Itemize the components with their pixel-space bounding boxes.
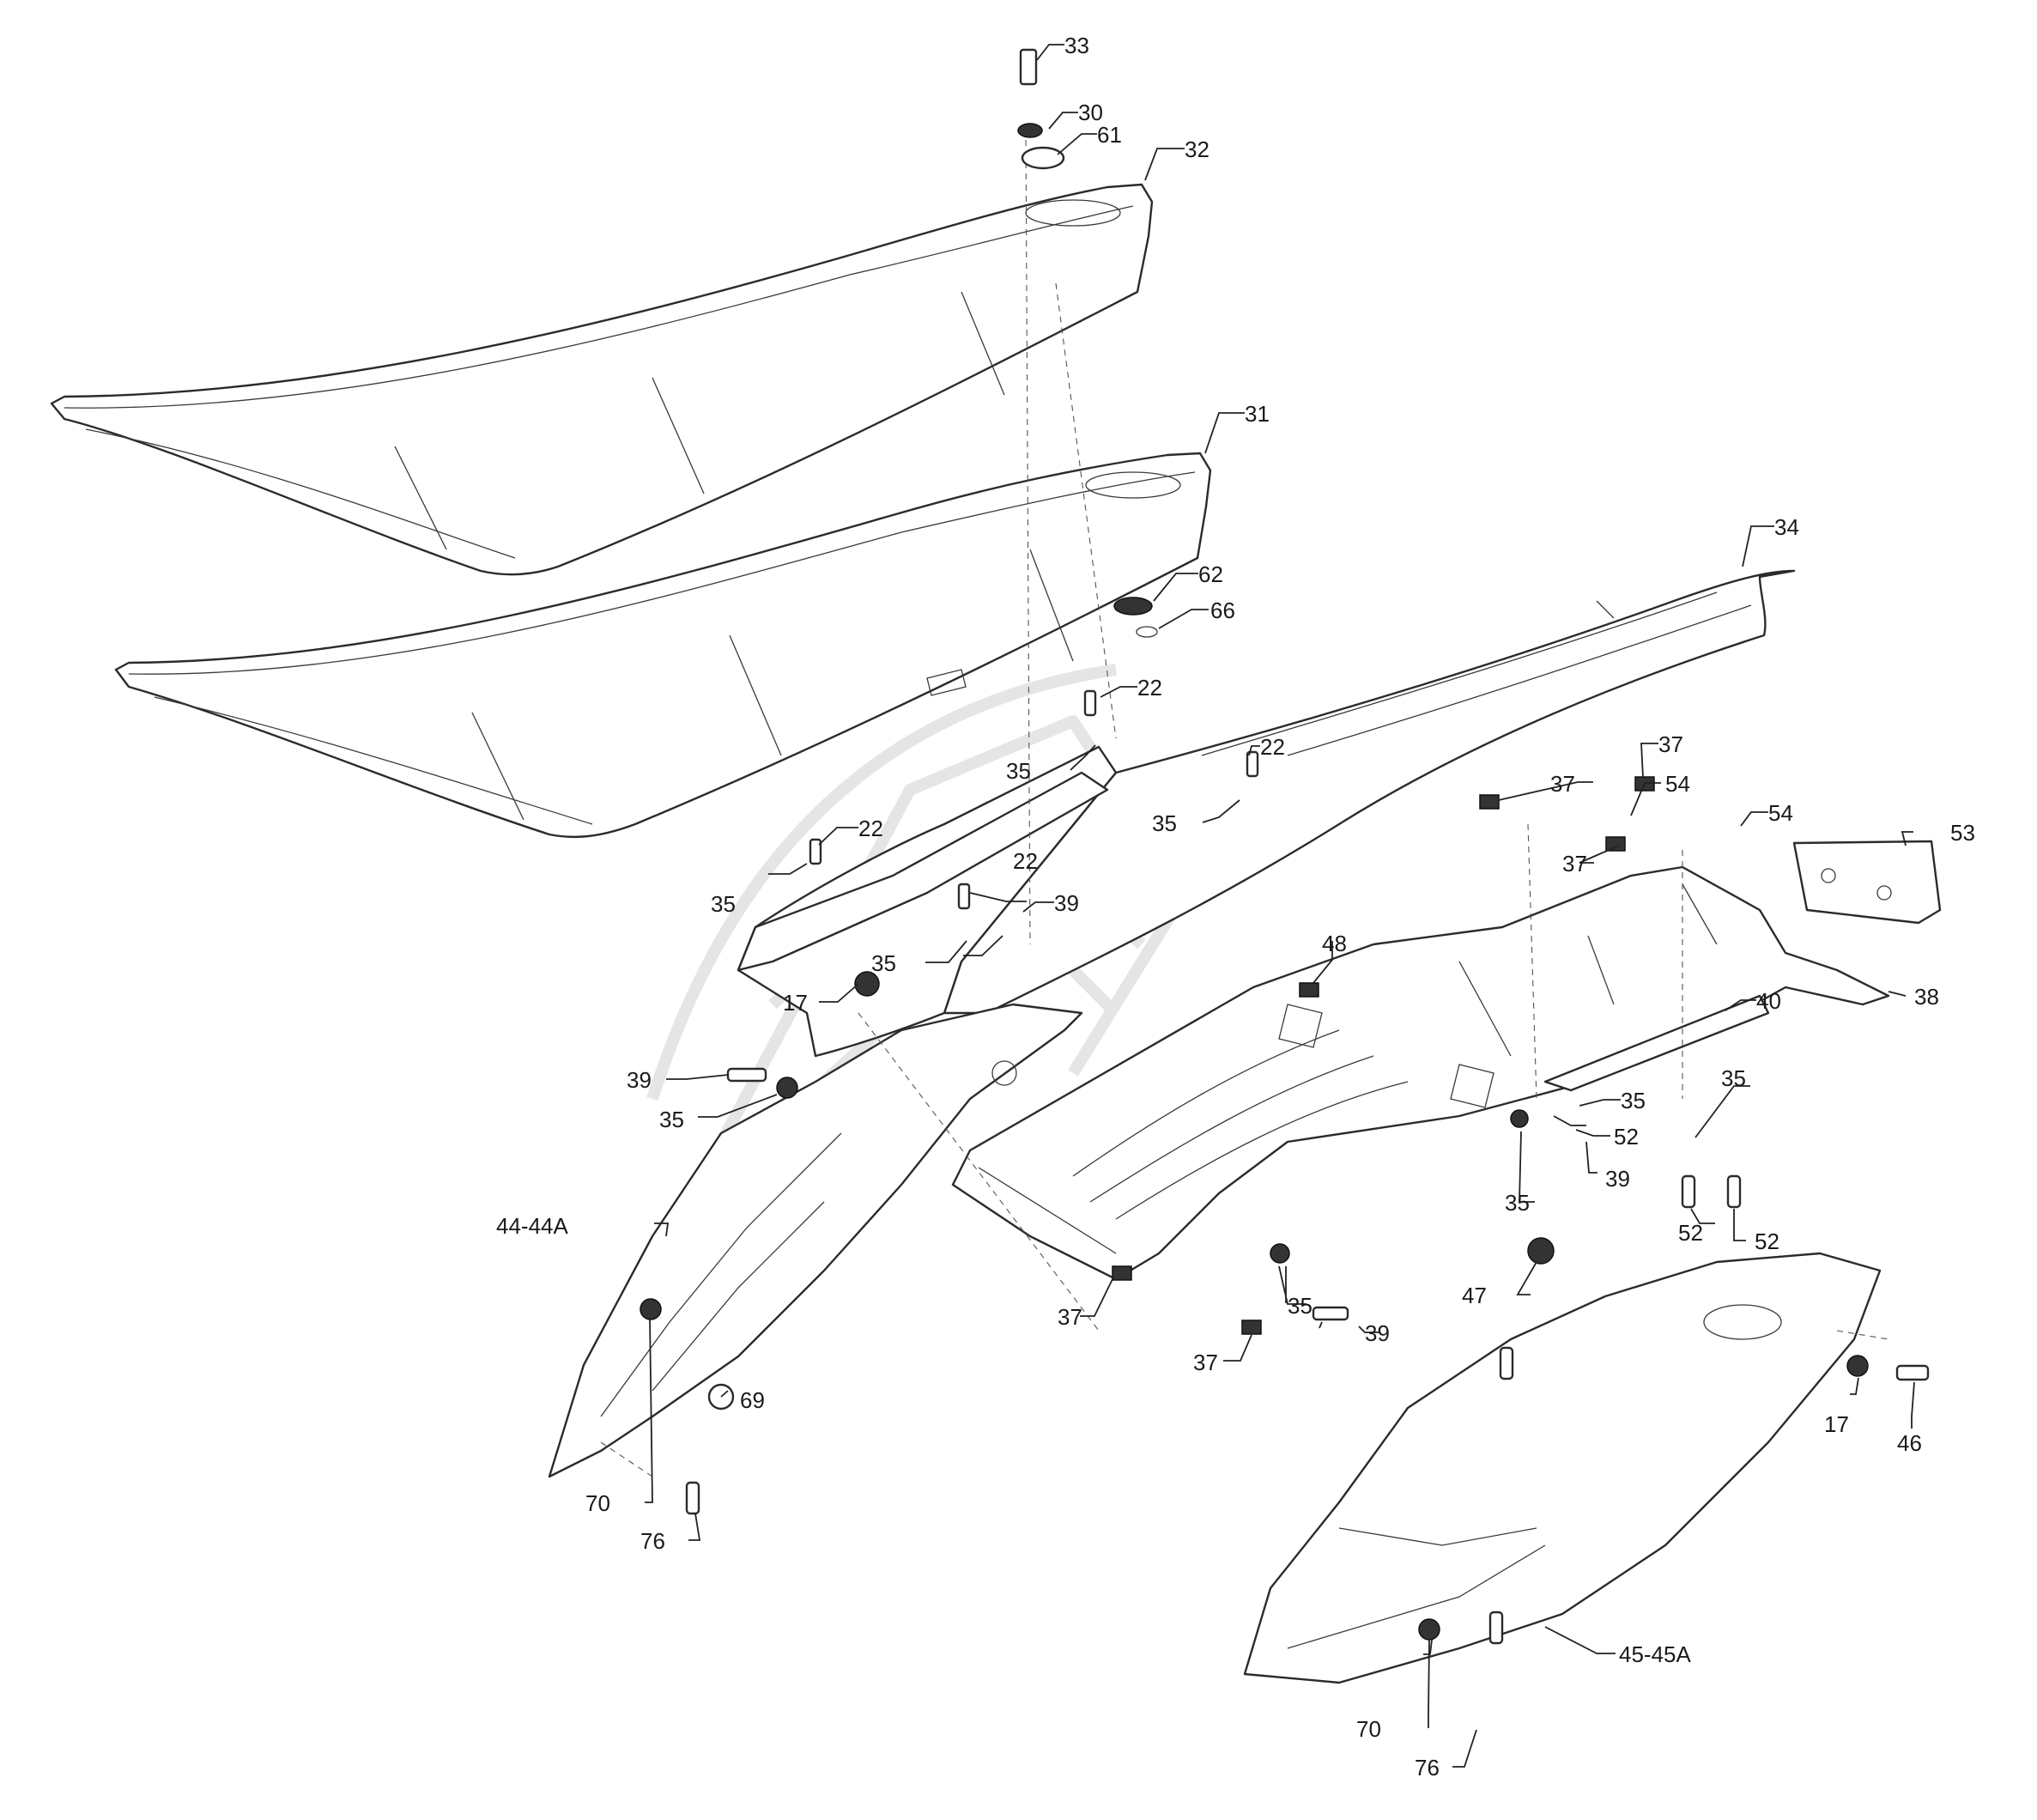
label-54-b: 54	[1768, 800, 1793, 826]
label-46: 46	[1897, 1430, 1922, 1456]
label-70-b: 70	[1356, 1716, 1381, 1742]
label-35-g: 35	[1621, 1088, 1646, 1113]
label-39-c: 39	[1605, 1166, 1630, 1192]
label-22-a: 22	[1137, 675, 1162, 701]
label-40: 40	[1756, 988, 1781, 1014]
label-37-a: 37	[1658, 731, 1683, 757]
label-76-b: 76	[1415, 1755, 1440, 1781]
label-35-a: 35	[1006, 758, 1031, 784]
label-70-a: 70	[585, 1490, 610, 1516]
label-39-a: 39	[1054, 890, 1079, 916]
label-48: 48	[1322, 931, 1347, 956]
label-39-d: 39	[1365, 1320, 1390, 1346]
label-32: 32	[1185, 136, 1209, 162]
label-17-b: 17	[1824, 1411, 1849, 1437]
label-44-44a: 44-44A	[496, 1213, 568, 1239]
side-cover-left-part-44	[548, 1003, 1083, 1478]
label-37-b: 37	[1550, 771, 1575, 797]
assembly-lines	[600, 128, 1889, 1477]
label-66: 66	[1210, 598, 1235, 623]
side-cover-right-part-45	[1243, 1252, 1882, 1684]
label-52-b: 52	[1678, 1220, 1703, 1246]
label-31: 31	[1245, 401, 1270, 427]
label-37-c: 37	[1562, 851, 1587, 877]
seat-rail-bracket	[737, 771, 1109, 972]
label-53: 53	[1950, 820, 1975, 846]
leader-lines	[645, 44, 1915, 1768]
label-35-c: 35	[711, 891, 736, 917]
seat-lower-part-31	[114, 452, 1212, 839]
label-62: 62	[1198, 561, 1223, 587]
label-30: 30	[1078, 100, 1103, 125]
label-47: 47	[1462, 1283, 1487, 1308]
label-22-d: 22	[1013, 848, 1038, 874]
label-39-b: 39	[627, 1067, 652, 1093]
bracket-part-40	[1543, 994, 1770, 1092]
label-35-i: 35	[1288, 1293, 1313, 1319]
label-45-45a: 45-45A	[1619, 1641, 1691, 1667]
label-52-c: 52	[1755, 1228, 1779, 1254]
undertray-part-38	[951, 865, 1890, 1281]
label-38: 38	[1914, 984, 1939, 1010]
tail-light-part-53	[1792, 840, 1942, 925]
label-34: 34	[1774, 514, 1799, 540]
label-52-a: 52	[1614, 1124, 1639, 1150]
label-35-b: 35	[1152, 810, 1177, 836]
hardware-parts	[640, 48, 1930, 1645]
label-37-e: 37	[1193, 1350, 1218, 1375]
label-17-a: 17	[783, 990, 808, 1016]
label-61: 61	[1097, 122, 1122, 148]
label-35-h: 35	[1505, 1190, 1530, 1216]
label-35-d: 35	[871, 950, 896, 976]
label-35-f: 35	[1721, 1065, 1746, 1091]
label-69: 69	[740, 1387, 765, 1413]
label-22-c: 22	[858, 816, 883, 841]
label-35-e: 35	[659, 1107, 684, 1132]
label-76-a: 76	[640, 1528, 665, 1554]
label-37-d: 37	[1058, 1304, 1082, 1330]
label-33: 33	[1064, 33, 1089, 58]
part-number-labels: 33 30 61 32 31 34 62 66 22 22 22 22 35 3…	[496, 33, 1975, 1781]
label-54-a: 54	[1665, 771, 1690, 797]
label-22-b: 22	[1260, 734, 1285, 760]
